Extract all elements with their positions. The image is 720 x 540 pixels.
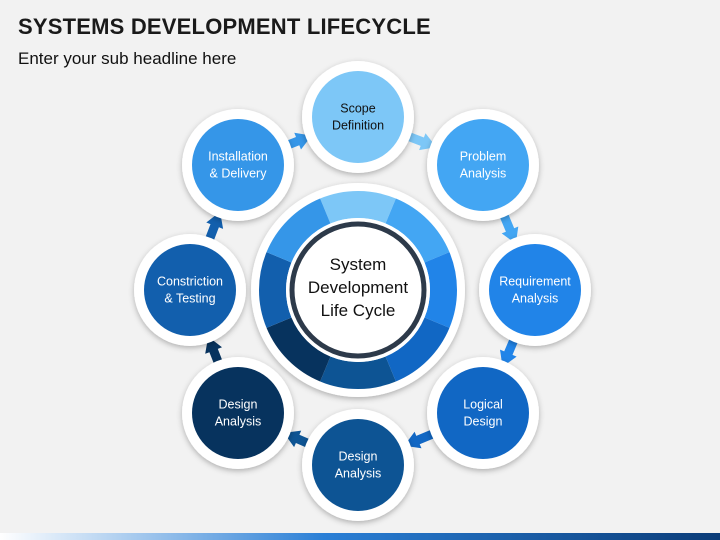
stage-label-line: Analysis (215, 415, 262, 429)
stage-label-line: Constriction (157, 275, 223, 289)
stage-label-line: Scope (340, 102, 375, 116)
stage-label-line: Installation (208, 150, 268, 164)
page-title: SYSTEMS DEVELOPMENT LIFECYCLE (18, 14, 431, 39)
ring-segment (320, 356, 396, 389)
stage-label-line: Problem (460, 150, 507, 164)
footer-bar (0, 533, 720, 540)
ring-segment (385, 317, 450, 382)
stage-label-line: Design (339, 450, 378, 464)
stage-node-fill (437, 367, 529, 459)
stage-label: Constriction & Testing (157, 275, 223, 306)
ring-segment (258, 252, 292, 328)
stage-label-line: & Testing (164, 292, 215, 306)
stage-label-line: Analysis (512, 292, 559, 306)
hub-label-line: Life Cycle (321, 301, 396, 320)
stage-label-line: Logical (463, 398, 503, 412)
ring-segment (266, 317, 331, 382)
stage-label: Installation & Delivery (208, 150, 268, 181)
stage-label-line: Design (464, 415, 503, 429)
stage-label-line: & Delivery (210, 167, 268, 181)
stage-node-installation-delivery: Installation & Delivery (182, 109, 294, 221)
stage-label-line: Design (219, 398, 258, 412)
ring-segment (320, 191, 396, 224)
stage-label-line: Definition (332, 119, 384, 133)
stage-node-fill (312, 71, 404, 163)
stage-label-line: Requirement (499, 275, 571, 289)
ring-segment (385, 198, 450, 263)
stage-label-line: Analysis (460, 167, 507, 181)
page-subtitle: Enter your sub headline here (18, 49, 237, 68)
stage-node-fill (312, 419, 404, 511)
stage-node-fill (437, 119, 529, 211)
hub-label-line: Development (308, 278, 408, 297)
stage-label-line: Analysis (335, 467, 382, 481)
hub-border (289, 221, 427, 359)
stage-node-fill (192, 119, 284, 211)
stage-node-fill (489, 244, 581, 336)
ring-segment (266, 198, 331, 263)
stage-node-fill (144, 244, 236, 336)
hub-label-line: System (330, 255, 387, 274)
stage-node-constriction-testing: Constriction & Testing (134, 234, 246, 346)
stage-node-fill (192, 367, 284, 459)
ring-segment (424, 252, 457, 328)
